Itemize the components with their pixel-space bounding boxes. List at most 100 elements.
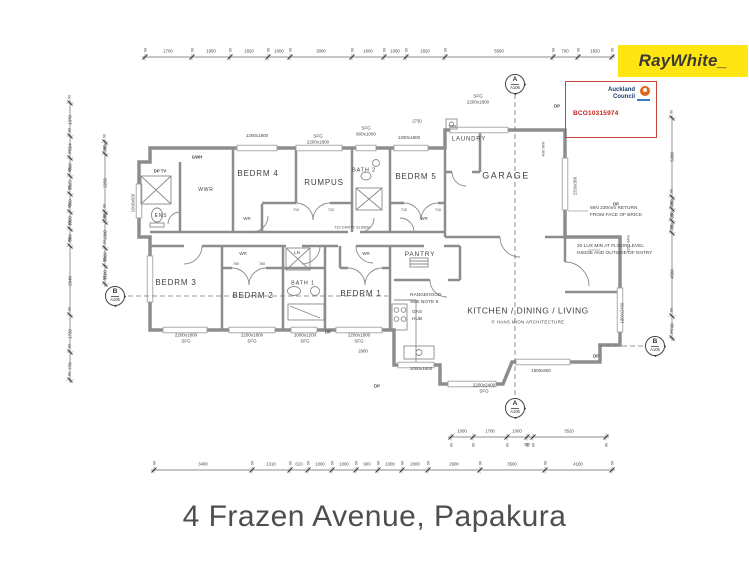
annotation-label: 710 bbox=[328, 207, 334, 212]
annotation-label: 760 bbox=[259, 261, 265, 266]
annotation-label: GWH bbox=[191, 154, 203, 160]
dim-tick-label: 90 bbox=[525, 442, 530, 447]
dim-tick-label: 90 bbox=[610, 47, 615, 52]
dim-tick-label: 90 bbox=[67, 306, 72, 312]
dim-label: 1900 bbox=[206, 47, 216, 53]
annotation-label: SFG 2200x1800 bbox=[466, 93, 490, 104]
annotation-label: INSIDE AND OUTSIDE OF ENTRY bbox=[577, 251, 653, 257]
dim-label: 1000 bbox=[390, 47, 400, 53]
dim-tick-label: 90 bbox=[604, 442, 609, 447]
annotation-label: © HANS MION ARCHITECTURE bbox=[491, 319, 565, 325]
annotation-label: DP bbox=[613, 201, 619, 207]
dim-tick-label: 90 bbox=[152, 460, 157, 465]
dim-label: 730 bbox=[668, 323, 674, 331]
annotation-label: 2200x1800 SFG bbox=[347, 332, 371, 343]
dim-tick-label: 90 bbox=[67, 94, 72, 100]
dim-tick-label: 90 bbox=[404, 47, 409, 52]
dim-label: 600 bbox=[66, 199, 72, 207]
annotation-label: 300 bbox=[523, 442, 531, 447]
dim-tick-label: 90 bbox=[102, 203, 107, 209]
dim-label: 1500 bbox=[101, 270, 107, 280]
dim-label: 1825 bbox=[66, 180, 72, 190]
dim-label: 900 bbox=[363, 460, 371, 466]
dim-label: 720 bbox=[668, 223, 674, 231]
dim-tick-label: 90 bbox=[190, 47, 195, 52]
dim-label: 4100 bbox=[573, 460, 583, 466]
room-label: BEDRM 2 bbox=[232, 291, 274, 300]
marker-sheet: A105 bbox=[650, 347, 660, 353]
annotation-label: 2200x360 bbox=[572, 176, 578, 196]
dim-label: 1000 bbox=[512, 427, 522, 433]
dim-label: 1700 bbox=[485, 427, 495, 433]
dim-tick-label: 90 bbox=[543, 460, 548, 465]
council-name: Auckland Council bbox=[608, 87, 635, 100]
dim-label: 890 bbox=[668, 199, 674, 207]
annotation-label: 2730 bbox=[412, 118, 422, 124]
consent-number: BCO10315974 bbox=[573, 110, 619, 117]
annotation-label: 710 bbox=[401, 207, 407, 212]
dim-tick-label: 90 bbox=[67, 127, 72, 133]
council-logo-bar bbox=[637, 98, 650, 101]
dim-tick-label: 90 bbox=[478, 460, 483, 465]
dim-label: 3500 bbox=[507, 460, 517, 466]
dim-tick-label: 90 bbox=[266, 47, 271, 52]
dimension-lines bbox=[66, 53, 676, 474]
dim-label: 1000 bbox=[101, 252, 107, 262]
dim-label: 800 bbox=[66, 163, 72, 171]
annotation-label: 710 bbox=[293, 207, 299, 212]
dim-label: 1000 bbox=[66, 216, 72, 226]
annotation-label: DP bbox=[554, 103, 560, 109]
annotation-label: 20 LUX MIN AT FLOOR LEVEL bbox=[577, 244, 645, 250]
room-label: GARAGE bbox=[482, 170, 530, 181]
marker-letter: B bbox=[650, 338, 660, 348]
dim-tick-label: 90 bbox=[354, 460, 359, 465]
annotation-label: DP TV bbox=[153, 168, 167, 174]
dim-tick-label: 90 bbox=[426, 460, 431, 465]
dim-tick-label: 90 bbox=[669, 307, 674, 313]
dim-label: 1000 bbox=[315, 460, 325, 466]
room-label: LAUNDRY bbox=[451, 136, 487, 143]
dim-tick-label: 90 bbox=[400, 460, 405, 465]
annotation-label: DP bbox=[325, 329, 331, 335]
dim-tick-label: 90 bbox=[669, 109, 674, 115]
marker-letter: A bbox=[510, 76, 520, 86]
dim-tick-label: 90 bbox=[288, 460, 293, 465]
dim-label: 3000 bbox=[316, 47, 326, 53]
annotation-label: WR bbox=[420, 216, 428, 222]
dim-tick-label: 90 bbox=[669, 188, 674, 194]
room-label: BATH 1 bbox=[291, 280, 315, 287]
council-consent-stamp: Auckland Council BCO10315974 bbox=[565, 81, 657, 138]
annotation-label: 2200x1800 SFG bbox=[240, 332, 264, 343]
marker-letter: B bbox=[110, 288, 120, 298]
dim-label: 610 bbox=[295, 460, 303, 466]
dim-label: 2900 bbox=[449, 460, 459, 466]
dim-tick-label: 90 bbox=[143, 47, 148, 52]
dim-tick-label: 90 bbox=[67, 371, 72, 377]
annotation-label: 1200x1800 bbox=[245, 133, 269, 139]
raywhite-logo-text: RayWhite_ bbox=[638, 51, 728, 70]
dim-tick-label: 90 bbox=[551, 47, 556, 52]
dim-label: 3400 bbox=[198, 460, 208, 466]
marker-sheet: A106 bbox=[510, 409, 520, 415]
windows bbox=[135, 126, 624, 388]
annotation-label: 1800x2400 bbox=[619, 302, 625, 324]
address-title: 4 Frazen Avenue, Papakura bbox=[182, 500, 567, 533]
dim-tick-label: 90 bbox=[306, 460, 311, 465]
annotation-label: 1000x1600 bbox=[409, 366, 433, 372]
annotation-label: RANGEHOOD bbox=[410, 293, 442, 299]
leader-lines bbox=[568, 210, 600, 251]
dim-tick-label: 90 bbox=[505, 442, 510, 447]
dim-label: 1310 bbox=[266, 460, 276, 466]
annotation-label: 2900 bbox=[358, 348, 368, 354]
dim-label: 2640 bbox=[66, 276, 72, 286]
dim-label: 260 bbox=[101, 213, 107, 221]
annotation-label: WR bbox=[239, 251, 247, 257]
dim-tick-label: 90 bbox=[250, 460, 255, 465]
marker-sheet: A105 bbox=[110, 297, 120, 303]
annotation-label: 400 MIN bbox=[540, 141, 546, 157]
